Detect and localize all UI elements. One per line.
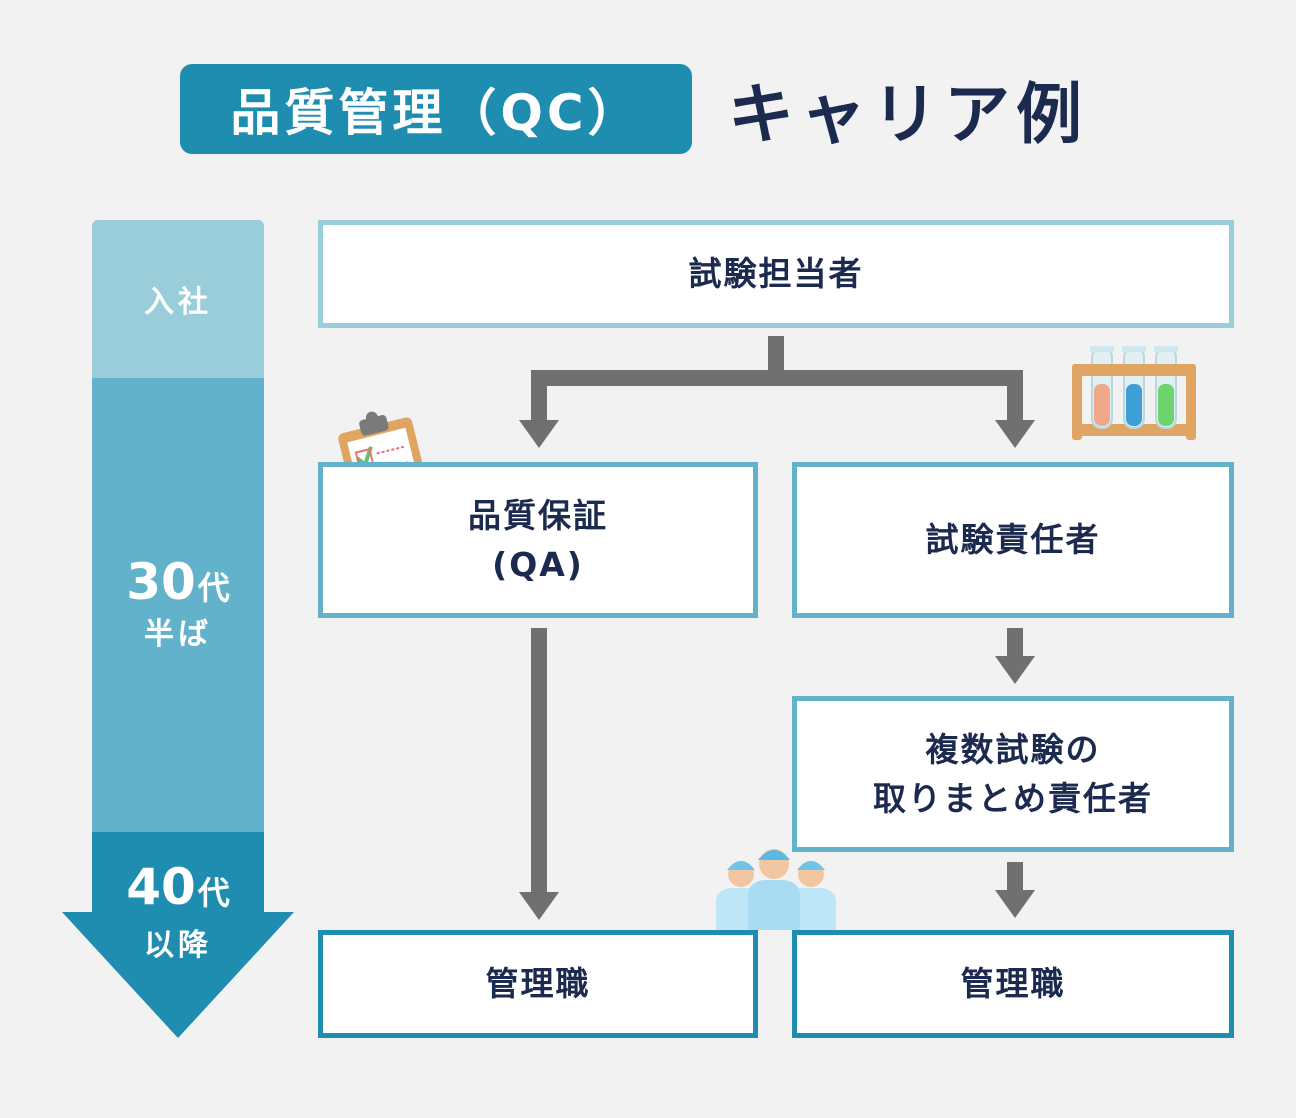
connector-left-stem (531, 370, 547, 422)
node-manager-left-label: 管理職 (485, 964, 591, 1004)
connector-split-bar (531, 370, 1023, 386)
arrowhead-to-multi (995, 656, 1035, 684)
arrowhead-to-qa (519, 420, 559, 448)
node-manager-right: 管理職 (792, 930, 1234, 1038)
node-qa-line2: (QA) (492, 545, 584, 584)
timeline-stage-40s-text: 40 代 以降 (92, 862, 264, 964)
timeline-age-suffix: 代 (197, 569, 230, 607)
node-multi-test-lead-text: 複数試験の 取りまとめ責任者 (873, 725, 1153, 824)
timeline-age-number: 30 (126, 553, 196, 611)
connector-right-stem (1007, 370, 1023, 422)
timeline-stage-mid30s: 30 代 半ば (92, 378, 264, 832)
node-manager-right-label: 管理職 (960, 964, 1066, 1004)
timeline-age-suffix: 代 (197, 874, 230, 912)
node-test-lead-label: 試験責任者 (925, 520, 1101, 560)
title-badge: 品質管理（QC） (180, 64, 692, 154)
connector-qa-to-manager (531, 628, 547, 894)
timeline-stage-entry-label: 入社 (144, 285, 212, 320)
timeline-stage-40s-sub: 以降 (144, 928, 212, 963)
timeline-age-number: 40 (126, 858, 196, 916)
node-multi-line1: 複数試験の (925, 729, 1101, 769)
arrowhead-to-manager-left (519, 892, 559, 920)
node-quality-assurance: 品質保証 (QA) (318, 462, 758, 618)
timeline-stage-mid30s-sub: 半ば (144, 617, 212, 652)
node-multi-test-lead: 複数試験の 取りまとめ責任者 (792, 696, 1234, 852)
node-manager-left: 管理職 (318, 930, 758, 1038)
node-test-lead: 試験責任者 (792, 462, 1234, 618)
page-title-text: キャリア例 (728, 76, 1088, 153)
connector-split-stem (768, 336, 784, 378)
connector-lead-to-multi (1007, 628, 1023, 658)
timeline-stage-entry: 入社 (92, 220, 264, 378)
node-multi-line2: 取りまとめ責任者 (873, 779, 1153, 818)
timeline-stage-mid30s-age: 30 代 (126, 557, 230, 609)
node-qa-line1: 品質保証 (468, 495, 608, 535)
test-tubes-icon (1072, 346, 1196, 440)
arrowhead-to-manager-right (995, 890, 1035, 918)
timeline-stage-40s (92, 832, 264, 912)
timeline-stage-40s-age: 40 代 (92, 862, 264, 914)
arrowhead-to-test-lead (995, 420, 1035, 448)
workers-icon (716, 849, 836, 930)
connector-multi-to-manager (1007, 862, 1023, 892)
timeline-arrow-head (62, 912, 294, 1038)
title-badge-text: 品質管理（QC） (230, 84, 642, 142)
node-tester: 試験担当者 (318, 220, 1234, 328)
page-title: キャリア例 (728, 64, 1088, 154)
node-quality-assurance-text: 品質保証 (QA) (468, 491, 608, 590)
node-tester-label: 試験担当者 (688, 254, 864, 294)
